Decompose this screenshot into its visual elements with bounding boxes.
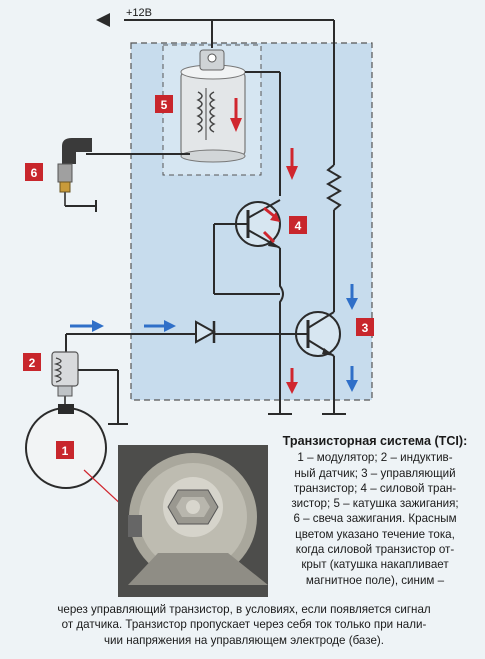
badge-3: 3 xyxy=(356,318,374,336)
caption-title: Транзисторная система (TCI): xyxy=(282,434,468,448)
ignition-coil-icon xyxy=(180,49,246,163)
power-transistor-emitter-wire xyxy=(279,248,284,414)
svg-text:1: 1 xyxy=(62,444,69,458)
caption-line: крыт (катушка накапливает xyxy=(301,558,449,572)
supply-arrow-icon xyxy=(96,13,110,27)
svg-text:6: 6 xyxy=(31,166,38,180)
spark-plug-icon xyxy=(57,138,97,212)
resistor-icon xyxy=(326,164,342,211)
caption-tail-line: через управляющий транзистор, в условиях… xyxy=(57,603,431,616)
badge-5: 5 xyxy=(155,95,173,113)
inductive-sensor-icon xyxy=(51,351,128,425)
caption-tail-line: чии напряжения на управляющем электроде … xyxy=(104,633,384,647)
modulator-photo xyxy=(118,445,268,597)
badge-6: 6 xyxy=(25,163,43,181)
svg-text:4: 4 xyxy=(295,219,302,233)
red-arrow-emitter-icon xyxy=(286,368,298,394)
caption-line: 1 – модулятор; 2 – индуктив- xyxy=(297,451,453,465)
caption-line: цветом указано течение тока, xyxy=(295,527,455,541)
power-current-arrow-icon xyxy=(286,148,298,180)
diode-icon xyxy=(195,320,217,344)
caption-line: зистор; 5 – катушка зажигания; xyxy=(291,497,459,511)
supply-label: +12В xyxy=(126,7,152,19)
badge-1: 1 xyxy=(56,441,74,459)
svg-text:2: 2 xyxy=(29,356,36,370)
blue-arrow-right-rail-icon xyxy=(346,284,358,392)
coil-current-arrow-icon xyxy=(230,98,242,132)
figure-caption-tail: через управляющий транзистор, в условиях… xyxy=(34,602,454,648)
caption-line: магнитное поле), синим – xyxy=(305,573,445,587)
caption-tail-line: от датчика. Транзистор пропускает через … xyxy=(61,618,427,632)
svg-text:5: 5 xyxy=(161,98,168,112)
badge-4: 4 xyxy=(289,216,307,234)
svg-text:3: 3 xyxy=(362,321,369,335)
power-transistor-icon xyxy=(214,199,281,249)
caption-line: ный датчик; 3 – управляющий xyxy=(294,466,456,480)
figure-caption: Транзисторная система (TCI): 1 – модулят… xyxy=(272,434,478,588)
signal-arrow-icon xyxy=(70,320,176,332)
caption-line: 6 – свеча зажигания. Красным xyxy=(293,512,457,526)
caption-line: транзистор; 4 – силовой тран- xyxy=(293,481,457,495)
caption-line: когда силовой транзистор от- xyxy=(295,543,455,557)
badge-2: 2 xyxy=(23,353,41,371)
